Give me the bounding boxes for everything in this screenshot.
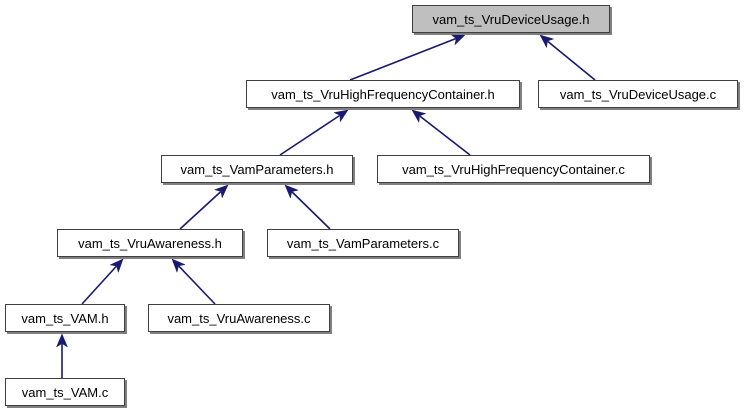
dependency-arrowhead <box>213 184 229 199</box>
graph-node-vru-device-usage-c[interactable]: vam_ts_VruDeviceUsage.c <box>538 80 738 108</box>
dependency-arrowhead <box>55 333 69 348</box>
graph-node-label: vam_ts_VruDeviceUsage.h <box>432 11 590 27</box>
dependency-edge <box>291 191 331 230</box>
graph-node-label: vam_ts_VruAwareness.h <box>78 235 222 251</box>
graph-node-vam-parameters-c[interactable]: vam_ts_VamParameters.c <box>267 229 459 257</box>
graph-node-vru-device-usage-h[interactable]: vam_ts_VruDeviceUsage.h <box>412 5 610 33</box>
dependency-arrowhead <box>333 109 349 123</box>
dependency-edge <box>179 191 222 230</box>
graph-node-vam-h[interactable]: vam_ts_VAM.h <box>5 304 125 332</box>
dependency-arrowhead <box>284 184 299 199</box>
dependency-edge <box>81 265 117 305</box>
graph-node-vru-awareness-h[interactable]: vam_ts_VruAwareness.h <box>57 229 243 257</box>
graph-node-label: vam_ts_VruAwareness.c <box>167 310 311 326</box>
dependency-arrowhead <box>171 258 186 274</box>
graph-node-vam-c[interactable]: vam_ts_VAM.c <box>5 378 125 406</box>
dependency-edge <box>547 40 596 81</box>
graph-node-label: vam_ts_VamParameters.h <box>180 161 334 177</box>
dependency-edge <box>279 114 341 156</box>
dependency-arrowhead <box>411 109 427 124</box>
dependency-arrowhead <box>450 34 466 46</box>
graph-node-vam-parameters-h[interactable]: vam_ts_VamParameters.h <box>161 155 353 183</box>
dependency-edge <box>419 115 471 156</box>
dependency-edge <box>178 265 216 305</box>
graph-node-label: vam_ts_VruHighFrequencyContainer.h <box>271 86 495 102</box>
dependency-edge <box>349 37 456 81</box>
dependency-arrowhead <box>539 34 555 49</box>
graph-node-vru-hfc-h[interactable]: vam_ts_VruHighFrequencyContainer.h <box>246 80 520 108</box>
graph-node-vru-hfc-c[interactable]: vam_ts_VruHighFrequencyContainer.c <box>377 155 650 183</box>
graph-node-label: vam_ts_VAM.h <box>21 310 109 326</box>
graph-node-label: vam_ts_VamParameters.c <box>286 235 440 251</box>
dependency-arrowhead <box>109 258 124 274</box>
graph-node-label: vam_ts_VruDeviceUsage.c <box>559 86 717 102</box>
graph-node-vru-awareness-c[interactable]: vam_ts_VruAwareness.c <box>148 304 330 332</box>
graph-node-label: vam_ts_VruHighFrequencyContainer.c <box>402 161 625 177</box>
graph-node-label: vam_ts_VAM.c <box>21 384 109 400</box>
